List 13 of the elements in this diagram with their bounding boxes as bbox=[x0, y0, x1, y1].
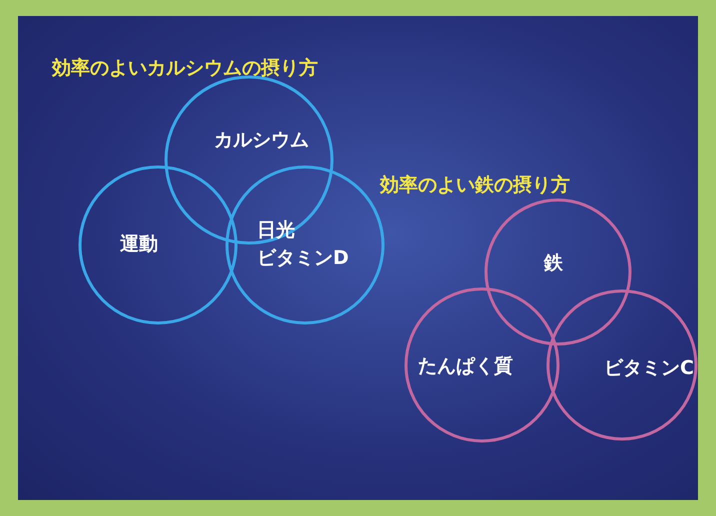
circle-label: 鉄 bbox=[544, 251, 563, 276]
circle-label: カルシウム bbox=[214, 128, 309, 153]
circle-label: ビタミンD bbox=[257, 246, 349, 271]
venn-circle bbox=[78, 165, 238, 325]
circle-label: ビタミンC bbox=[604, 356, 694, 381]
heading: 効率のよい鉄の摂り方 bbox=[380, 173, 570, 198]
circle-label: たんぱく質 bbox=[418, 354, 513, 379]
venn-circle bbox=[404, 287, 560, 443]
circle-label: 日光 bbox=[257, 218, 295, 243]
venn-circle bbox=[546, 289, 698, 441]
venn-circle bbox=[484, 198, 632, 346]
heading: 効率のよいカルシウムの摂り方 bbox=[52, 56, 318, 81]
circle-label: 運動 bbox=[120, 232, 158, 257]
